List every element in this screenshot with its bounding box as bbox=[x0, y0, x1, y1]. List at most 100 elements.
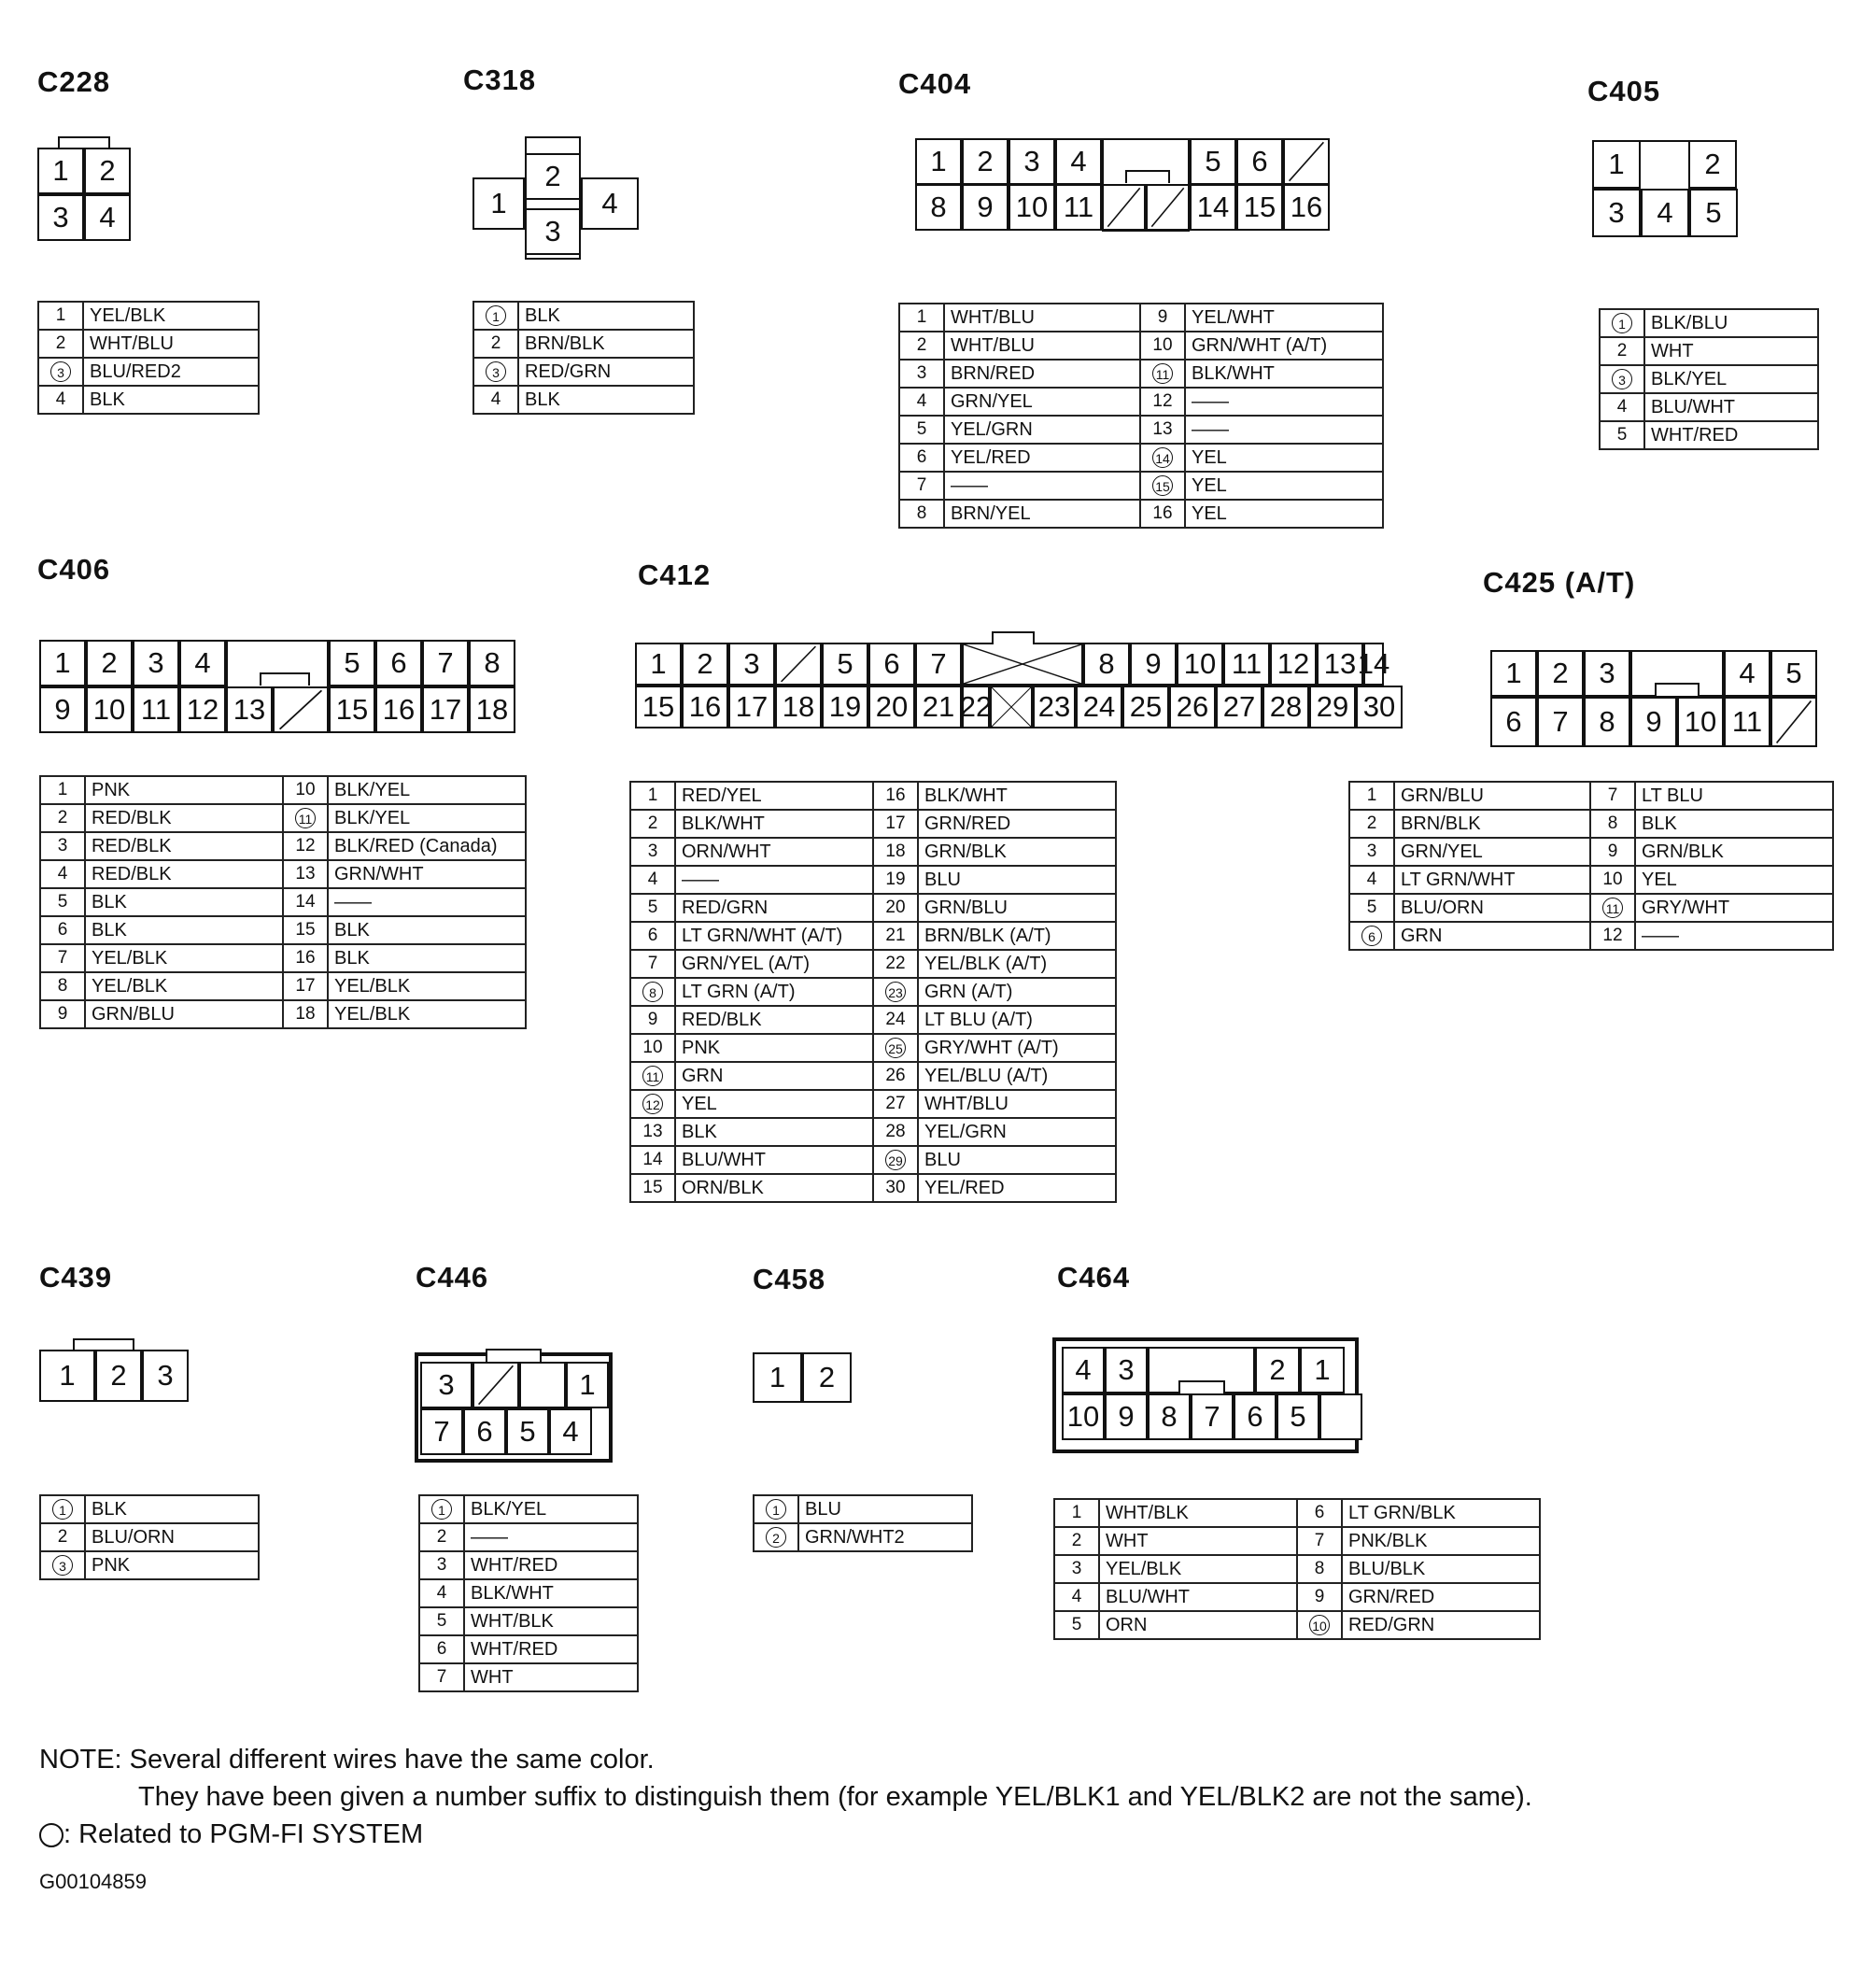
wire-color-text: —— bbox=[471, 1526, 508, 1548]
pin-4: 4 bbox=[1724, 650, 1770, 697]
pin-number-text: 5 bbox=[1071, 1615, 1082, 1634]
pin-number: 17 bbox=[282, 971, 329, 1001]
pin-number: 4 bbox=[898, 387, 945, 417]
wire-color: WHT bbox=[1643, 336, 1819, 366]
wire-color-text: GRN/RED bbox=[1348, 1586, 1435, 1607]
wire-color-text: RED/BLK bbox=[92, 835, 172, 856]
pin-number-text: 4 bbox=[490, 389, 501, 409]
pin-5: 5 bbox=[822, 643, 868, 686]
wire-color: BLK bbox=[84, 1494, 260, 1524]
pin-number-text: 2 bbox=[647, 813, 658, 833]
wire-color-text: BLK/YEL bbox=[471, 1498, 547, 1520]
pin-number-text: 8 bbox=[57, 976, 68, 996]
pin-3: 3 bbox=[525, 208, 581, 255]
pin-number-text: 24 bbox=[885, 1010, 906, 1029]
pin-10: 10 bbox=[86, 686, 133, 733]
pin-number: 1 bbox=[753, 1494, 799, 1524]
connector-title-c464: C464 bbox=[1057, 1261, 1131, 1294]
pin-number: 1 bbox=[1348, 781, 1395, 811]
pin-17: 17 bbox=[728, 686, 775, 728]
connector-title-c425: C425 (A/T) bbox=[1483, 566, 1636, 599]
wire-color: GRN/RED bbox=[917, 809, 1117, 839]
pin-number-text: 16 bbox=[885, 785, 906, 805]
pin-number: 8 bbox=[898, 499, 945, 529]
pgm-fi-pin-marker: 8 bbox=[642, 981, 663, 1002]
wire-color-text: RED/BLK bbox=[92, 863, 172, 884]
pin-number-text: 16 bbox=[295, 948, 316, 968]
wire-color: GRN/YEL bbox=[943, 387, 1141, 417]
wire-color-text: LT GRN/BLK bbox=[1348, 1502, 1456, 1523]
wire-color-text: GRN/BLU bbox=[1401, 785, 1484, 806]
wire-color: WHT/BLK bbox=[463, 1606, 639, 1636]
wire-color: BLK bbox=[1634, 809, 1834, 839]
pin-number: 18 bbox=[282, 999, 329, 1029]
pin-29: 29 bbox=[1309, 686, 1356, 728]
pin-7: 7 bbox=[422, 640, 469, 686]
pin-number-text: 2 bbox=[55, 333, 66, 353]
wire-color: —— bbox=[1184, 387, 1384, 417]
pin-4: 4 bbox=[549, 1408, 592, 1455]
pgm-fi-pin-marker: 11 bbox=[642, 1065, 663, 1086]
wire-color: YEL/BLK bbox=[82, 301, 260, 331]
pin-number: 5 bbox=[629, 893, 676, 923]
pin-1: 1 bbox=[473, 177, 525, 230]
pin-number-text: 1 bbox=[1071, 1503, 1082, 1522]
pin-10: 10 bbox=[1677, 697, 1724, 747]
wire-color-text: LT GRN/WHT (A/T) bbox=[682, 925, 843, 946]
pgm-fi-pin-marker: 2 bbox=[766, 1526, 786, 1548]
wire-color: BLK bbox=[327, 943, 527, 973]
pin-number: 2 bbox=[39, 803, 86, 833]
wire-color-text: —— bbox=[682, 869, 719, 890]
wire-color-text: WHT/BLU bbox=[90, 332, 174, 354]
pgm-fi-pin-marker: 1 bbox=[766, 1498, 786, 1520]
pin-2: 2 bbox=[962, 138, 1009, 185]
pin-number: 11 bbox=[1139, 359, 1186, 389]
pin-number: 7 bbox=[629, 949, 676, 979]
wire-color-text: BRN/BLK bbox=[525, 332, 605, 354]
wire-color-text: WHT bbox=[1106, 1530, 1149, 1551]
wire-color: BLK bbox=[82, 385, 260, 415]
wire-color-text: GRN/RED bbox=[924, 813, 1011, 834]
pin-number: 1 bbox=[39, 775, 86, 805]
pin-number: 3 bbox=[39, 1550, 86, 1580]
wire-color-text: BLK/YEL bbox=[1651, 368, 1728, 389]
pin-8: 8 bbox=[1584, 697, 1630, 747]
wire-color-text: GRN/YEL bbox=[951, 390, 1033, 412]
pin-number: 3 bbox=[1348, 837, 1395, 867]
wire-color: PNK bbox=[84, 775, 284, 805]
pin-number: 11 bbox=[1589, 893, 1636, 923]
pin-number: 1 bbox=[1053, 1498, 1100, 1528]
pin-11: 11 bbox=[1055, 184, 1102, 231]
pin-3: 3 bbox=[142, 1350, 189, 1402]
pgm-fi-pin-marker: 11 bbox=[1602, 897, 1623, 918]
wire-color: GRN/BLU bbox=[917, 893, 1117, 923]
pin-number-text: 12 bbox=[1152, 391, 1173, 411]
pin-number-text: 4 bbox=[436, 1583, 447, 1603]
pin-19: 19 bbox=[822, 686, 868, 728]
wire-color: BLK/YEL bbox=[327, 775, 527, 805]
pin-number-text: 3 bbox=[436, 1555, 447, 1575]
pin-number: 6 bbox=[898, 443, 945, 473]
pin-number-text: 7 bbox=[57, 948, 68, 968]
pin-number-text: 4 bbox=[916, 391, 927, 411]
pin-1: 1 bbox=[635, 643, 682, 686]
pin-number-text: 17 bbox=[885, 813, 906, 833]
pin-number-text: 2 bbox=[916, 335, 927, 355]
wire-color-text: BRN/RED bbox=[951, 362, 1036, 384]
wire-color-text: YEL/WHT bbox=[1192, 306, 1275, 328]
pin-number: 24 bbox=[872, 1005, 919, 1035]
wire-color-text: BLK bbox=[525, 389, 560, 410]
wire-color: BLU/BLK bbox=[1341, 1554, 1541, 1584]
